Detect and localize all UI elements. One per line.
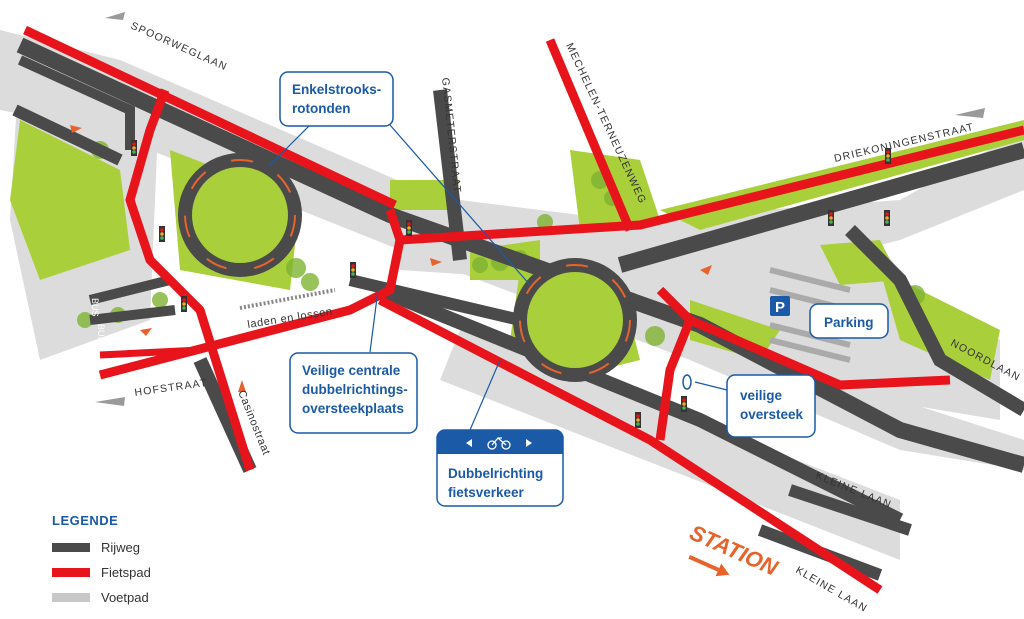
parking-sign-letter: P xyxy=(775,299,785,316)
traffic-light-icon xyxy=(885,148,891,164)
svg-text:Dubbelrichting: Dubbelrichting xyxy=(448,466,543,481)
traffic-light-icon xyxy=(131,140,137,156)
roundabout-left xyxy=(178,153,302,277)
lane-arrows xyxy=(70,125,782,392)
roundabout-right xyxy=(513,258,637,382)
traffic-light-icon xyxy=(635,412,641,428)
crossing-marker-icon xyxy=(682,374,692,390)
traffic-lights xyxy=(131,140,891,428)
legend-swatch-rijweg xyxy=(52,543,90,552)
street-label-hofstraat: HOFSTRAAT xyxy=(134,377,209,399)
callout-leaders xyxy=(269,124,728,431)
street-label-spoorweglaan: SPOORWEGLAAN xyxy=(129,20,229,74)
bike-paths xyxy=(23,25,1024,594)
svg-text:rotonden: rotonden xyxy=(292,101,351,116)
legend: LEGENDE Rijweg Fietspad Voetpad xyxy=(52,513,151,605)
callout-oversteek: veilige oversteek xyxy=(682,374,816,438)
bicycle-icon xyxy=(487,437,511,450)
legend-label-voetpad: Voetpad xyxy=(101,590,149,605)
legend-title: LEGENDE xyxy=(52,513,118,528)
legend-label-fietspad: Fietspad xyxy=(101,565,151,580)
roads xyxy=(12,37,1024,581)
traffic-light-icon xyxy=(181,296,187,312)
svg-text:veilige: veilige xyxy=(740,388,783,403)
legend-label-rijweg: Rijweg xyxy=(101,540,140,555)
callout-parking: Parking xyxy=(809,303,889,339)
loading-zone xyxy=(239,288,336,310)
callout-fietsverkeer: Dubbelrichting fietsverkeer xyxy=(436,429,564,507)
arrow-right-icon xyxy=(526,439,532,447)
traffic-light-icon xyxy=(828,210,834,226)
bus-label-1: BUS xyxy=(90,298,100,317)
street-direction-arrows xyxy=(95,12,985,406)
arrow-left-icon xyxy=(466,439,472,447)
arrow-right-icon xyxy=(688,555,730,577)
svg-text:oversteek: oversteek xyxy=(740,407,804,422)
svg-text:dubbelrichtings-: dubbelrichtings- xyxy=(302,382,408,397)
svg-text:Parking: Parking xyxy=(824,315,874,330)
traffic-light-icon xyxy=(350,262,356,278)
traffic-light-icon xyxy=(681,396,687,412)
bus-label-2: BUS xyxy=(96,324,106,343)
svg-text:Veilige centrale: Veilige centrale xyxy=(302,363,401,378)
traffic-light-icon xyxy=(159,226,165,242)
legend-swatch-voetpad xyxy=(52,593,90,602)
callout-oversteekplaats: Veilige centrale dubbelrichtings- overst… xyxy=(289,352,418,434)
legend-swatch-fietspad xyxy=(52,568,90,577)
callout-rotonden: Enkelstrooks- rotonden xyxy=(279,71,394,127)
traffic-light-icon xyxy=(406,220,412,236)
traffic-light-icon xyxy=(884,210,890,226)
svg-text:Enkelstrooks-: Enkelstrooks- xyxy=(292,82,381,97)
parking-sign-icon xyxy=(770,296,790,316)
svg-text:oversteekplaats: oversteekplaats xyxy=(302,401,404,416)
svg-text:fietsverkeer: fietsverkeer xyxy=(448,485,525,500)
